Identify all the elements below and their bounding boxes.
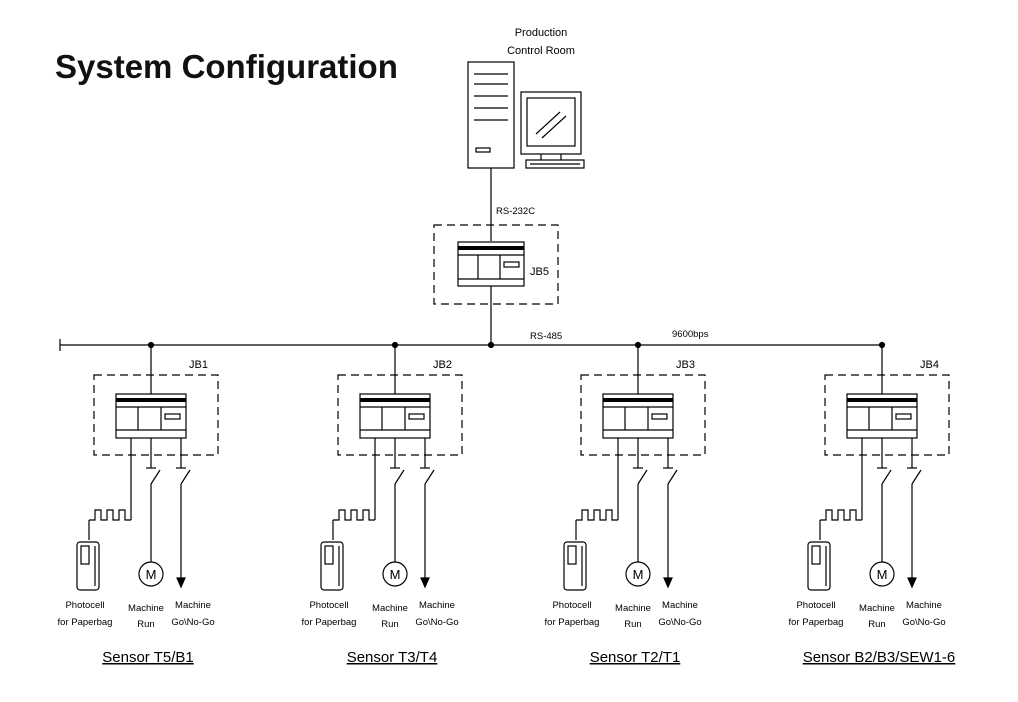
machine-run-label-line1: Machine [615,603,651,614]
jb-enclosure [337,374,463,456]
pulse-signal-icon [576,509,618,521]
jb5-label: JB5 [530,266,549,278]
switch-contact-icon [424,469,435,485]
photocell-label-line1: Photocell [552,600,591,611]
go-no-go-branch [663,438,678,589]
machine-run-label-line1: Machine [859,603,895,614]
rs232-label: RS-232C [496,206,535,217]
sensor-caption-3: Sensor T2/T1 [590,649,681,666]
photocell-branch [76,438,132,591]
go-no-go-branch [907,438,922,589]
machine-run-label-line2: Run [624,619,641,630]
go-no-go-label-line2: Go\No-Go [415,617,458,628]
jb2-label: JB2 [433,359,452,371]
computer-icon [467,61,585,169]
control-room-label-line2: Control Room [507,45,575,57]
go-no-go-label-line2: Go\No-Go [171,617,214,628]
jb3-label: JB3 [676,359,695,371]
switch-contact-icon [150,469,161,485]
photocell-label-line2: for Paperbag [789,617,844,628]
motor-icon: M [382,561,408,587]
arrow-down-icon [420,577,430,589]
photocell-label-line2: for Paperbag [545,617,600,628]
arrow-down-icon [663,577,673,589]
controller-module-icon [115,393,187,439]
photocell-icon [807,541,831,591]
pulse-signal-icon [820,509,862,521]
photocell-branch [807,438,863,591]
control-room-label-line1: Production [515,27,568,39]
sensor-caption-2: Sensor T3/T4 [347,649,438,666]
motor-symbol: M [877,567,888,582]
baud-rate-label: 9600bps [672,329,709,340]
motor-icon: M [869,561,895,587]
jb-enclosure [580,374,706,456]
jb-enclosure [824,374,950,456]
machine-run-branch: M [625,438,651,587]
arrow-down-icon [907,577,917,589]
photocell-label-line1: Photocell [796,600,835,611]
photocell-label-line2: for Paperbag [58,617,113,628]
machine-run-branch: M [138,438,164,587]
photocell-icon [76,541,100,591]
pulse-signal-icon [89,509,131,521]
photocell-branch [563,438,619,591]
controller-module-icon [602,393,674,439]
jb5-junction-box: JB5 [433,224,559,305]
go-no-go-branch [420,438,435,589]
photocell-label-line1: Photocell [309,600,348,611]
photocell-icon [320,541,344,591]
page-title: System Configuration [55,48,398,85]
rs485-label: RS-485 [530,331,562,342]
motor-icon: M [625,561,651,587]
photocell-label-line1: Photocell [65,600,104,611]
switch-contact-icon [637,469,648,485]
switch-contact-icon [911,469,922,485]
motor-symbol: M [633,567,644,582]
rs485-bus: RS-485 9600bps [59,329,882,351]
go-no-go-branch [176,438,191,589]
photocell-icon [563,541,587,591]
motor-symbol: M [146,567,157,582]
go-no-go-label-line1: Machine [419,600,455,611]
machine-run-label-line1: Machine [372,603,408,614]
machine-run-branch: M [382,438,408,587]
motor-symbol: M [390,567,401,582]
go-no-go-label-line2: Go\No-Go [902,617,945,628]
photocell-branch [320,438,376,591]
controller-module-icon [846,393,918,439]
go-no-go-label-line1: Machine [906,600,942,611]
sensor-caption-4: Sensor B2/B3/SEW1-6 [803,649,956,666]
machine-run-label-line2: Run [137,619,154,630]
switch-contact-icon [667,469,678,485]
machine-run-branch: M [869,438,895,587]
machine-run-label-line2: Run [381,619,398,630]
sensor-caption-1: Sensor T5/B1 [102,649,193,666]
go-no-go-label-line2: Go\No-Go [658,617,701,628]
arrow-down-icon [176,577,186,589]
go-no-go-label-line1: Machine [175,600,211,611]
jb1-label: JB1 [189,359,208,371]
jb-enclosure [93,374,219,456]
go-no-go-label-line1: Machine [662,600,698,611]
photocell-label-line2: for Paperbag [302,617,357,628]
machine-run-label-line2: Run [868,619,885,630]
switch-contact-icon [180,469,191,485]
jb4-label: JB4 [920,359,939,371]
pulse-signal-icon [333,509,375,521]
motor-icon: M [138,561,164,587]
machine-run-label-line1: Machine [128,603,164,614]
controller-module-icon [359,393,431,439]
switch-contact-icon [394,469,405,485]
control-room-label: Production Control Room [507,27,575,57]
switch-contact-icon [881,469,892,485]
